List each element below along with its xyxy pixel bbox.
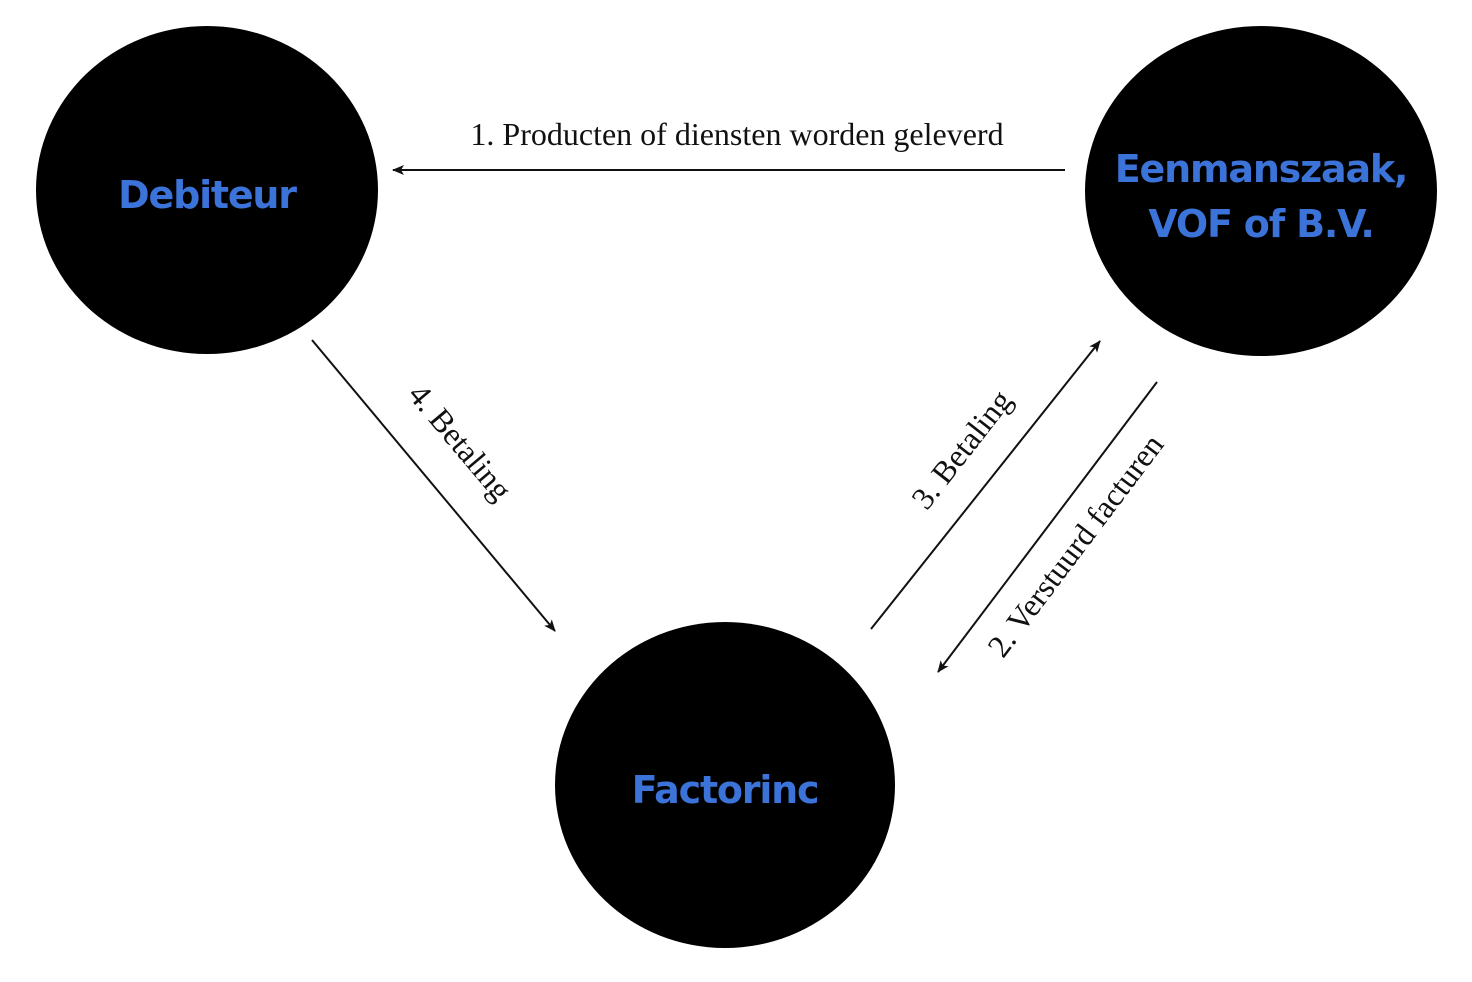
node-debiteur-circle (36, 26, 378, 354)
node-eenmanszaak-label-line2: VOF of B.V. (1148, 202, 1373, 246)
edge-facturen-label: 2. Verstuurd facturen (980, 427, 1170, 663)
node-eenmanszaak: Eenmanszaak, VOF of B.V. (1085, 26, 1437, 356)
node-factorinc-label: Factorinc (632, 768, 819, 812)
node-eenmanszaak-label-line1: Eenmanszaak, (1115, 147, 1407, 191)
node-eenmanszaak-circle (1085, 26, 1437, 356)
edge-betaling3-arrow (870, 340, 1101, 630)
edge-betaling4-label: 4. Betaling (402, 377, 520, 508)
edge-betaling4-arrow (311, 339, 556, 632)
node-factorinc: Factorinc (555, 622, 895, 948)
edge-geleverd-label: 1. Producten of diensten worden geleverd (470, 116, 1003, 152)
edge-geleverd: 1. Producten of diensten worden geleverd (392, 116, 1065, 175)
edge-facturen-arrow (937, 381, 1158, 673)
node-factorinc-circle (555, 622, 895, 948)
node-debiteur-label: Debiteur (118, 173, 297, 217)
edge-betaling3-label: 3. Betaling (904, 383, 1019, 516)
edge-betaling4: 4. Betaling (311, 339, 556, 632)
node-debiteur: Debiteur (36, 26, 378, 354)
